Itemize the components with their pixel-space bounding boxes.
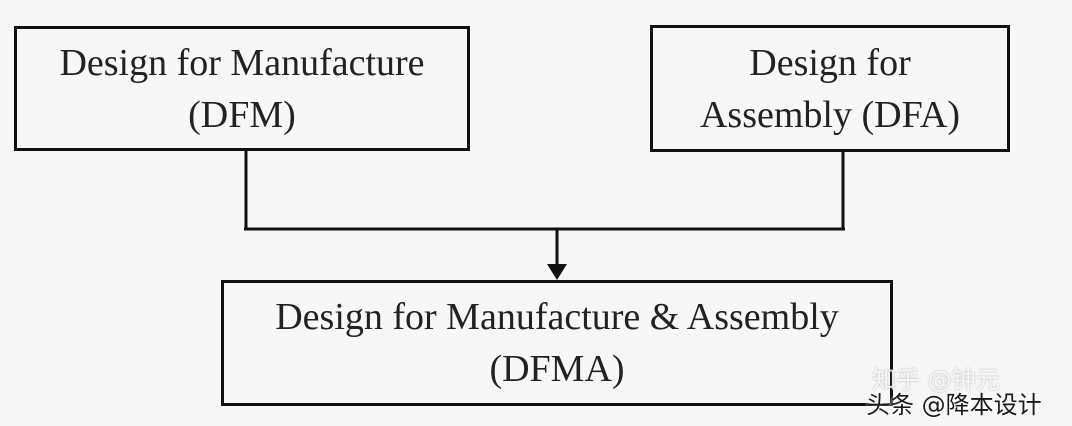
dfm-box-title: Design for Manufacture xyxy=(59,41,425,84)
dfa-box-title: Design for xyxy=(749,41,911,84)
dfma-box: Design for Manufacture & Assembly (DFMA) xyxy=(221,280,893,406)
dfm-box: Design for Manufacture (DFM) xyxy=(14,26,470,151)
dfma-box-abbrev: (DFMA) xyxy=(489,348,625,390)
dfa-box: Design for Assembly (DFA) xyxy=(650,25,1010,152)
dfa-box-abbrev: Assembly (DFA) xyxy=(699,93,960,136)
zhihu-watermark: 知乎 @钟元 xyxy=(872,366,1000,394)
toutiao-watermark: 头条 @降本设计 xyxy=(866,391,1042,419)
arrow-head-icon xyxy=(547,264,567,280)
dfma-box-title: Design for Manufacture & Assembly xyxy=(275,296,839,338)
dfm-box-abbrev: (DFM) xyxy=(188,93,296,136)
